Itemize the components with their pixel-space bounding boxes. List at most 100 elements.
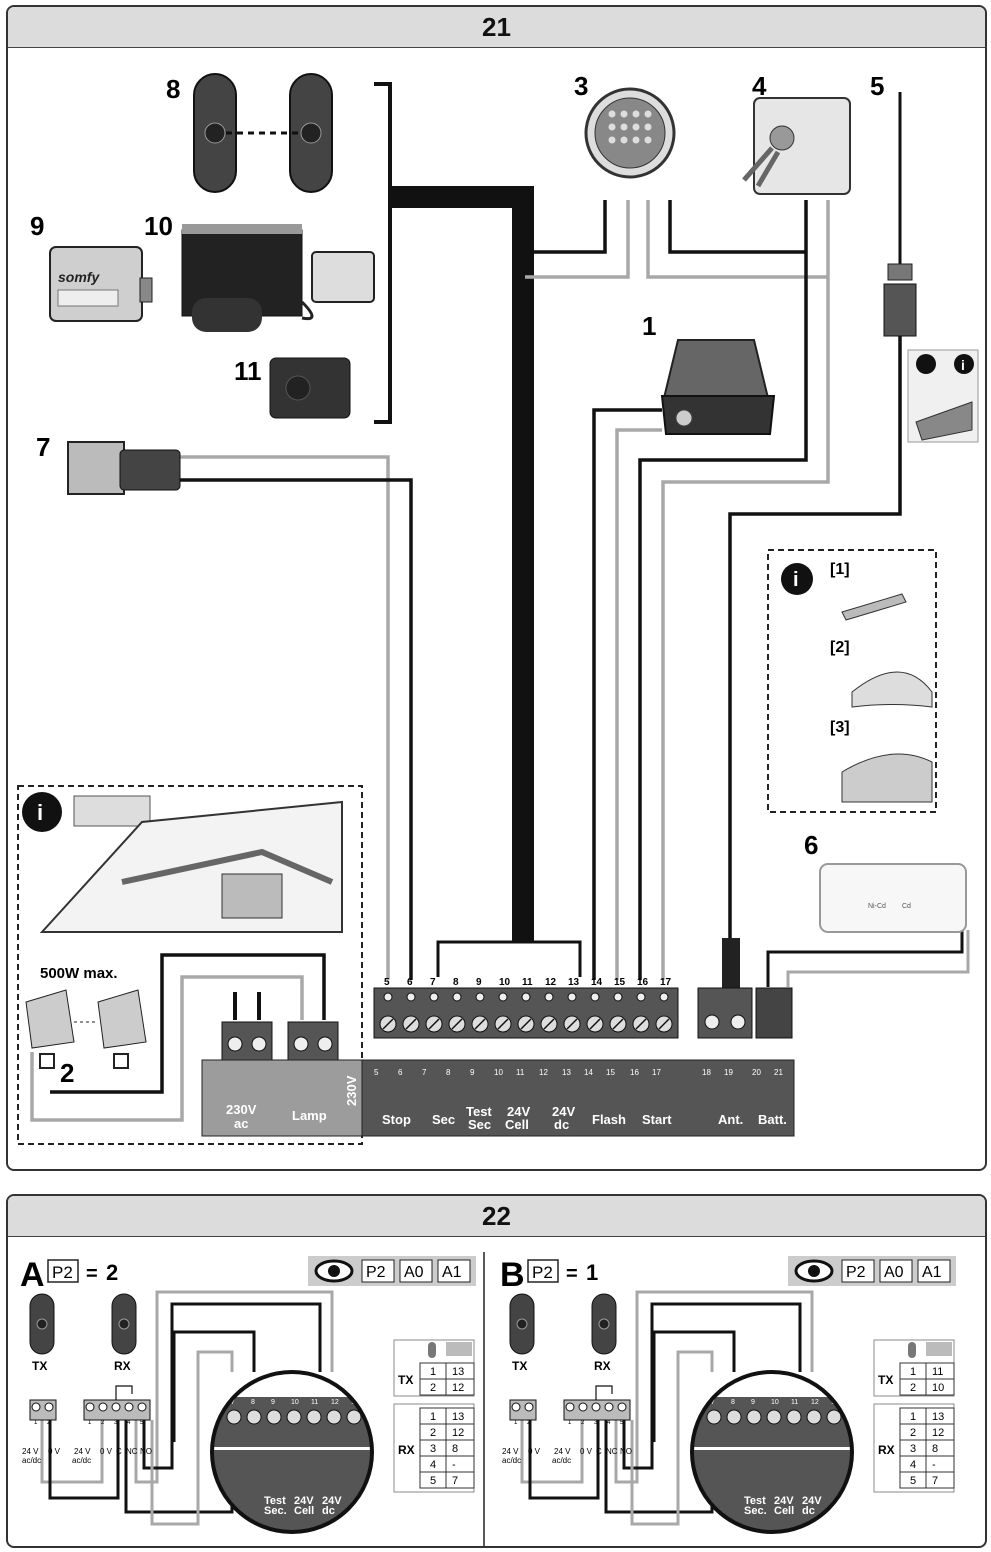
callout-10: 10 bbox=[144, 211, 173, 241]
svg-text:Cell: Cell bbox=[774, 1505, 794, 1517]
board-terminal-number: 9 bbox=[470, 1068, 475, 1077]
svg-text:0 V: 0 V bbox=[580, 1447, 593, 1456]
terminal-pin bbox=[452, 992, 462, 1002]
battery-icon: Ni-Cd Cd bbox=[819, 863, 967, 933]
terminal-pin bbox=[429, 992, 439, 1002]
svg-text:TX: TX bbox=[398, 1373, 413, 1387]
svg-text:ac/dc: ac/dc bbox=[552, 1456, 571, 1465]
svg-text:7: 7 bbox=[231, 1399, 235, 1406]
display-code: A1 bbox=[442, 1264, 462, 1281]
svg-text:1: 1 bbox=[34, 1420, 38, 1426]
eye-icon bbox=[314, 1259, 354, 1283]
svg-text:dc: dc bbox=[802, 1505, 815, 1517]
svg-text:10: 10 bbox=[932, 1382, 944, 1394]
param-value: 2 bbox=[106, 1260, 118, 1285]
svg-text:2: 2 bbox=[910, 1382, 916, 1394]
param-code: P2 bbox=[52, 1263, 73, 1282]
svg-text:Sec.: Sec. bbox=[744, 1505, 767, 1517]
svg-text:11: 11 bbox=[311, 1399, 318, 1406]
board-terminal-number: 17 bbox=[652, 1068, 661, 1077]
terminal-number: 9 bbox=[476, 977, 482, 988]
terminal-pin bbox=[475, 992, 485, 1002]
svg-text:NC: NC bbox=[606, 1447, 618, 1456]
callout-3: 3 bbox=[574, 71, 588, 101]
board-terminal-number: 8 bbox=[446, 1068, 451, 1077]
svg-text:10: 10 bbox=[771, 1399, 779, 1406]
svg-text:2: 2 bbox=[581, 1420, 585, 1426]
svg-text:11: 11 bbox=[791, 1399, 798, 1406]
svg-text:Batt.: Batt. bbox=[758, 1112, 787, 1127]
svg-text:3: 3 bbox=[430, 1443, 436, 1455]
svg-text:8: 8 bbox=[731, 1399, 735, 1406]
callout-5: 5 bbox=[870, 71, 884, 101]
step-2: [2] bbox=[830, 639, 850, 656]
svg-text:1: 1 bbox=[910, 1411, 916, 1423]
svg-text:12: 12 bbox=[452, 1382, 464, 1394]
svg-text:8: 8 bbox=[251, 1399, 255, 1406]
svg-text:Test: Test bbox=[744, 1495, 766, 1507]
svg-text:dc: dc bbox=[322, 1505, 335, 1517]
svg-text:4: 4 bbox=[127, 1420, 131, 1426]
svg-text:230V: 230V bbox=[344, 1075, 359, 1106]
terminal-pin bbox=[567, 992, 577, 1002]
svg-text:24V: 24V bbox=[802, 1495, 822, 1507]
stop-device-icon bbox=[67, 441, 181, 495]
main-cable-bundle bbox=[374, 82, 582, 977]
svg-text:12: 12 bbox=[811, 1399, 819, 1406]
antenna-info-box: i bbox=[907, 349, 979, 443]
display-code: P2 bbox=[846, 1264, 866, 1281]
svg-text:ac: ac bbox=[234, 1116, 248, 1131]
wire bbox=[622, 1302, 802, 1470]
svg-text:Lamp: Lamp bbox=[292, 1108, 327, 1123]
keypad-icon bbox=[584, 87, 676, 179]
svg-text:Ant.: Ant. bbox=[718, 1112, 743, 1127]
svg-text:ac/dc: ac/dc bbox=[502, 1456, 521, 1465]
param-value: 1 bbox=[586, 1260, 598, 1285]
svg-text:10: 10 bbox=[291, 1399, 299, 1406]
section-letter: A bbox=[20, 1256, 45, 1294]
panel-21-title: 21 bbox=[8, 7, 985, 48]
svg-text:1: 1 bbox=[568, 1420, 572, 1426]
display-code: A0 bbox=[884, 1264, 904, 1281]
svg-text:NC: NC bbox=[126, 1447, 138, 1456]
board-terminal-number: 11 bbox=[516, 1068, 525, 1077]
svg-text:0 V: 0 V bbox=[100, 1447, 113, 1456]
board-terminal-number: 19 bbox=[724, 1068, 733, 1077]
svg-text:2: 2 bbox=[430, 1382, 436, 1394]
lamp-max-note: 500W max. bbox=[40, 965, 118, 982]
svg-text:230V: 230V bbox=[226, 1102, 257, 1117]
svg-text:dc: dc bbox=[554, 1117, 569, 1132]
svg-text:NO: NO bbox=[140, 1447, 152, 1456]
callout-1: 1 bbox=[642, 311, 656, 341]
info-icon bbox=[781, 563, 813, 595]
svg-text:C: C bbox=[116, 1447, 122, 1456]
svg-text:2: 2 bbox=[430, 1427, 436, 1439]
svg-text:4: 4 bbox=[607, 1420, 611, 1426]
svg-text:=: = bbox=[86, 1263, 98, 1285]
svg-text:TX: TX bbox=[32, 1359, 47, 1373]
svg-text:8: 8 bbox=[932, 1443, 938, 1455]
safety-edge-icon bbox=[181, 224, 375, 332]
callout-9: 9 bbox=[30, 211, 44, 241]
svg-text:5: 5 bbox=[430, 1475, 436, 1487]
callout-8: 8 bbox=[166, 74, 180, 104]
svg-text:24V: 24V bbox=[507, 1104, 530, 1119]
callout-2: 2 bbox=[60, 1058, 74, 1088]
callout-6: 6 bbox=[804, 830, 818, 860]
callout-7: 7 bbox=[36, 432, 50, 462]
display-code: A0 bbox=[404, 1264, 424, 1281]
board-terminal-number: 21 bbox=[774, 1068, 783, 1077]
wiring-diagram-21: 8 9 10 11 7 3 4 5 1 6 2 somfy bbox=[17, 71, 979, 1145]
svg-text:13: 13 bbox=[452, 1411, 464, 1423]
svg-text:Test: Test bbox=[264, 1495, 286, 1507]
svg-text:5: 5 bbox=[910, 1475, 916, 1487]
board-terminal-number: 5 bbox=[374, 1068, 379, 1077]
wire bbox=[150, 1350, 234, 1526]
photocell-icon bbox=[193, 73, 333, 193]
wire bbox=[520, 1420, 584, 1484]
